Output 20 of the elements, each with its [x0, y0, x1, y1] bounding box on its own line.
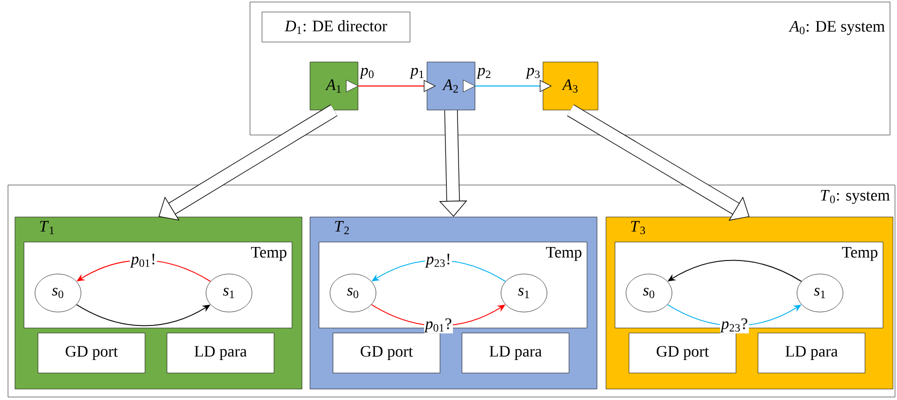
- actor-box: A$_{2}$: [426, 62, 476, 110]
- block-arrow: [158, 104, 338, 221]
- port-box: GD port: [628, 332, 736, 374]
- port-box: GD port: [332, 332, 440, 374]
- actor-box: A$_{1}$: [310, 62, 358, 110]
- block-arrow: [567, 104, 750, 221]
- parameter-box: LD para: [166, 332, 274, 374]
- edge-label: p$_{01}$?: [424, 318, 452, 332]
- port-label: p$_{2}$: [476, 68, 490, 79]
- parameter-box: LD para: [462, 332, 570, 374]
- edge-label: p$_{01}$!: [130, 254, 154, 268]
- director-box: D$_{1}$: DE director: [262, 12, 410, 42]
- parameter-box: LD para: [758, 332, 866, 374]
- edge-label: p$_{23}$?: [720, 318, 748, 332]
- port-label: p$_{3}$: [526, 68, 540, 79]
- port-label: p$_{1}$: [410, 68, 424, 79]
- edge-label: p$_{23}$!: [425, 254, 450, 268]
- actor-box: A$_{3}$: [542, 62, 598, 110]
- port-box: GD port: [38, 332, 146, 374]
- port-label: p$_{0}$: [359, 68, 374, 79]
